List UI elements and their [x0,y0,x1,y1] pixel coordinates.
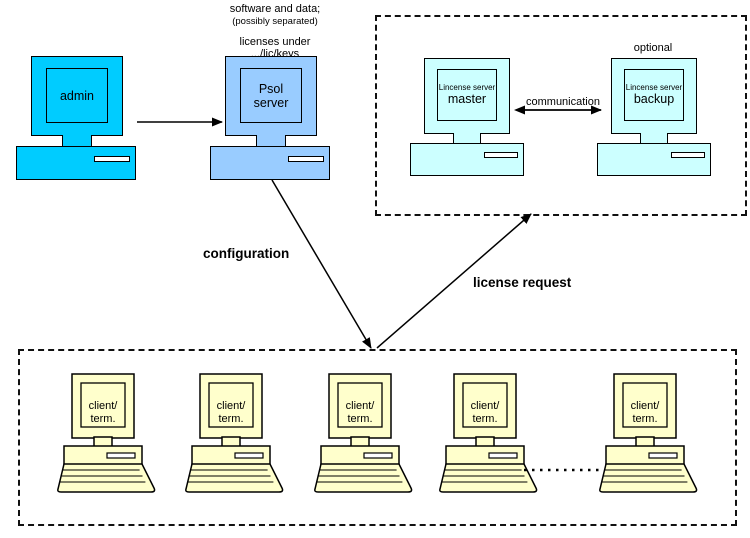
annotation-software-and-data: software and data; [229,3,321,15]
annotation-possibly-separated: (possibly separated) [232,16,318,27]
license-master-screen-subtitle: Lincense server [438,82,496,92]
client-terminal-1[interactable]: client/ term. [50,372,172,494]
client-terminal-2[interactable]: client/ term. [178,372,300,494]
edge-label-license-request: license request [473,275,572,290]
edge-label-configuration: configuration [203,246,290,261]
license-backup-screen-subtitle: Lincense server [625,82,683,92]
arrow-psol-to-clients [271,179,372,349]
license-backup-base-unit [597,143,711,176]
license-master-screen: Lincense server master [437,69,497,121]
psol-base-unit [210,146,330,180]
admin-drive-slot [94,156,130,162]
license-backup-screen-title: backup [633,92,675,107]
annotation-licenses-under: licenses under [239,36,311,48]
annotation-communication: communication [526,96,600,108]
client-terminal-4[interactable]: client/ term. [432,372,554,494]
license-master-drive-slot [484,152,518,158]
admin-screen-label: admin [59,88,95,103]
license-backup-drive-slot [671,152,705,158]
psol-screen-label-line1: Psol [258,81,284,96]
annotation-optional: optional [633,42,673,54]
license-server-backup[interactable]: Lincense server backup [597,58,711,176]
admin-workstation[interactable]: admin [16,56,136,180]
client-terminal-5[interactable]: client/ term. [592,372,714,494]
license-master-base-unit [410,143,524,176]
license-server-group [375,15,747,216]
admin-screen: admin [46,68,108,123]
psol-screen-label-line2: server [253,95,289,110]
license-master-screen-title: master [447,92,487,107]
psol-server[interactable]: Psol server [210,56,330,180]
license-backup-screen: Lincense server backup [624,69,684,121]
psol-drive-slot [288,156,324,162]
admin-base-unit [16,146,136,180]
client-terminal-3[interactable]: client/ term. [307,372,429,494]
psol-screen: Psol server [240,68,302,123]
clients-group [18,349,737,526]
license-server-master[interactable]: Lincense server master [410,58,524,176]
